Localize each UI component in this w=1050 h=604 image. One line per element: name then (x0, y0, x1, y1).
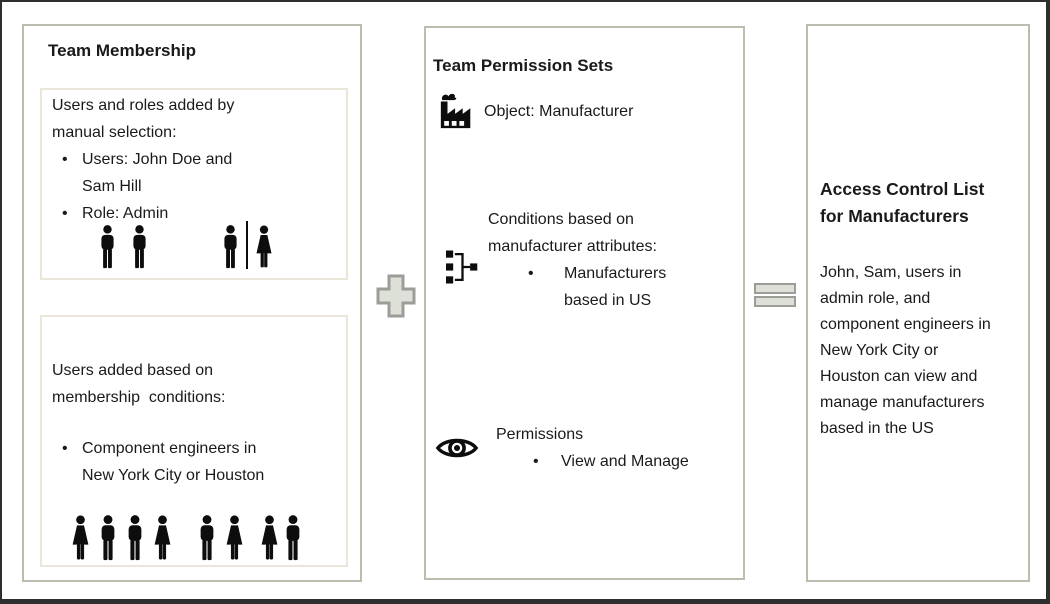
equals-bar (754, 296, 796, 307)
bullet-dot: • (62, 151, 68, 168)
manual-users-icons (98, 221, 346, 269)
conditions-bullet-text: Manufacturers based in US (564, 265, 667, 309)
permissions-row: Permissions • View and Manage (496, 421, 689, 475)
team-membership-panel: Team Membership Users and roles added by… (22, 24, 362, 582)
bullet-dot: • (528, 265, 534, 282)
manual-selection-box: Users and roles added by manual selectio… (40, 88, 348, 280)
manual-bullet-users-text: Users: John Doe and Sam Hill (82, 151, 233, 195)
restroom-divider (246, 221, 248, 269)
conditions-heading: Conditions based on manufacturer attribu… (488, 211, 657, 255)
male-user-icon (221, 225, 240, 269)
female-user-icon (70, 515, 91, 561)
manual-bullet-role: • Role: Admin (62, 200, 346, 227)
team-membership-title: Team Membership (48, 41, 197, 60)
female-user-icon (254, 225, 274, 269)
female-user-icon (259, 515, 280, 561)
male-user-icon (98, 515, 118, 561)
permissions-bullet: • View and Manage (533, 448, 689, 475)
male-user-icon (98, 225, 117, 269)
bullet-dot: • (533, 453, 539, 470)
conditions-bullet: • Manufacturers based in US (528, 260, 678, 314)
condition-users-icons (70, 513, 346, 561)
condition-bullet-engineers: • Component engineers in New York City o… (62, 435, 346, 489)
permissions-bullet-text: View and Manage (561, 453, 689, 470)
bullet-dot: • (62, 440, 68, 457)
permissions-heading: Permissions (496, 426, 584, 443)
manual-bullet-users: • Users: John Doe and Sam Hill (62, 146, 346, 200)
equals-icon (754, 283, 796, 307)
manual-selection-heading: Users and roles added by manual selectio… (52, 97, 235, 141)
male-user-icon (130, 225, 149, 269)
female-user-icon (152, 515, 173, 561)
bullet-dot: • (62, 205, 68, 222)
team-permission-sets-panel: Team Permission Sets Object: Manufacture… (424, 26, 745, 580)
condition-bullet-engineers-text: Component engineers in New York City or … (82, 440, 265, 484)
membership-conditions-heading: Users added based on membership conditio… (52, 362, 226, 406)
conditions-tree-icon (446, 249, 479, 290)
equals-bar (754, 283, 796, 294)
male-user-icon (283, 515, 303, 561)
male-user-icon (125, 515, 145, 561)
team-permission-sets-title: Team Permission Sets (433, 56, 614, 75)
conditions-row: Conditions based on manufacturer attribu… (488, 206, 678, 314)
acl-body-text: John, Sam, users in admin role, and comp… (820, 264, 991, 437)
eye-icon (435, 433, 479, 468)
object-row-text: Object: Manufacturer (484, 103, 634, 120)
male-user-icon (197, 515, 217, 561)
acl-title: Access Control List for Manufacturers (820, 179, 985, 226)
female-user-icon (224, 515, 245, 561)
membership-conditions-box: Users added based on membership conditio… (40, 315, 348, 567)
factory-icon (438, 91, 476, 138)
manual-bullet-role-text: Role: Admin (82, 205, 169, 222)
plus-icon (375, 273, 417, 324)
access-control-list-panel: Access Control List for Manufacturers Jo… (806, 24, 1030, 582)
